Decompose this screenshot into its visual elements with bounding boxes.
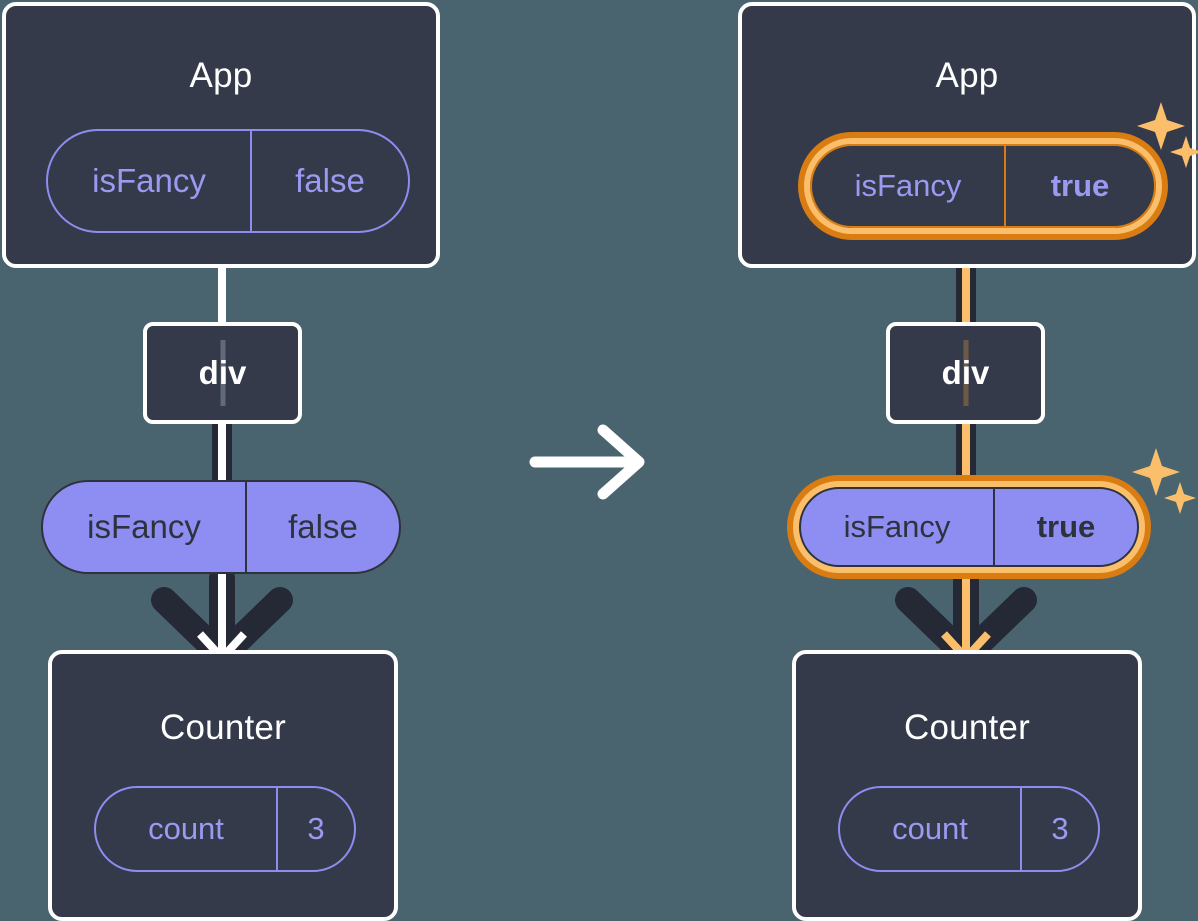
left-app-state-value: false xyxy=(295,162,365,199)
left-prop-pill: isFancy false xyxy=(41,480,401,574)
right-app-state-pill: isFancy true xyxy=(810,144,1156,228)
right-app-state-value: true xyxy=(1050,168,1110,203)
left-counter-box: Counter count 3 xyxy=(48,650,398,921)
right-counter-title: Counter xyxy=(904,708,1030,747)
left-counter-state-value: 3 xyxy=(307,811,325,846)
right-prop-pill: isFancy true xyxy=(799,487,1139,567)
right-div-box: div xyxy=(886,322,1045,424)
right-app-state-divider xyxy=(1004,146,1006,226)
left-counter-state-pill: count 3 xyxy=(94,786,356,872)
left-counter-title: Counter xyxy=(160,708,286,747)
left-div-box: div xyxy=(143,322,302,424)
right-prop-value: true xyxy=(1036,509,1096,544)
left-counter-state-name: count xyxy=(148,811,224,846)
right-app-sparkle-icon xyxy=(1134,98,1198,190)
right-div-passthrough-line xyxy=(963,340,968,406)
left-counter-state-divider xyxy=(276,788,278,870)
right-connector-app-to-div-core xyxy=(962,228,970,328)
left-prop-value: false xyxy=(288,508,358,545)
right-connector-div-to-prop-core xyxy=(962,420,970,486)
right-app-box: App isFancy true xyxy=(738,2,1198,268)
right-counter-state-pill: count 3 xyxy=(838,786,1100,872)
left-div-passthrough-line xyxy=(220,340,225,406)
right-counter-state-value: 3 xyxy=(1051,811,1069,846)
left-app-state-divider xyxy=(250,131,252,231)
right-div-title: div xyxy=(941,354,990,391)
left-connector-app-to-div xyxy=(218,262,226,326)
left-app-title: App xyxy=(189,56,253,95)
left-prop-divider xyxy=(245,482,247,572)
left-app-box: App isFancy false xyxy=(2,2,440,268)
right-prop-name: isFancy xyxy=(843,509,951,544)
right-prop-divider xyxy=(993,489,995,565)
right-app-title: App xyxy=(935,56,999,95)
left-prop-name: isFancy xyxy=(87,508,201,545)
left-app-state-pill: isFancy false xyxy=(46,129,410,233)
transition-arrow-icon xyxy=(525,420,655,504)
left-app-state-name: isFancy xyxy=(92,162,206,199)
right-prop-sparkle-icon xyxy=(1130,444,1196,530)
right-app-state-name: isFancy xyxy=(854,168,962,203)
left-div-title: div xyxy=(198,354,247,391)
left-connector-div-to-prop-core xyxy=(218,420,226,486)
right-counter-state-name: count xyxy=(892,811,968,846)
right-counter-box: Counter count 3 xyxy=(792,650,1142,921)
right-counter-state-divider xyxy=(1020,788,1022,870)
